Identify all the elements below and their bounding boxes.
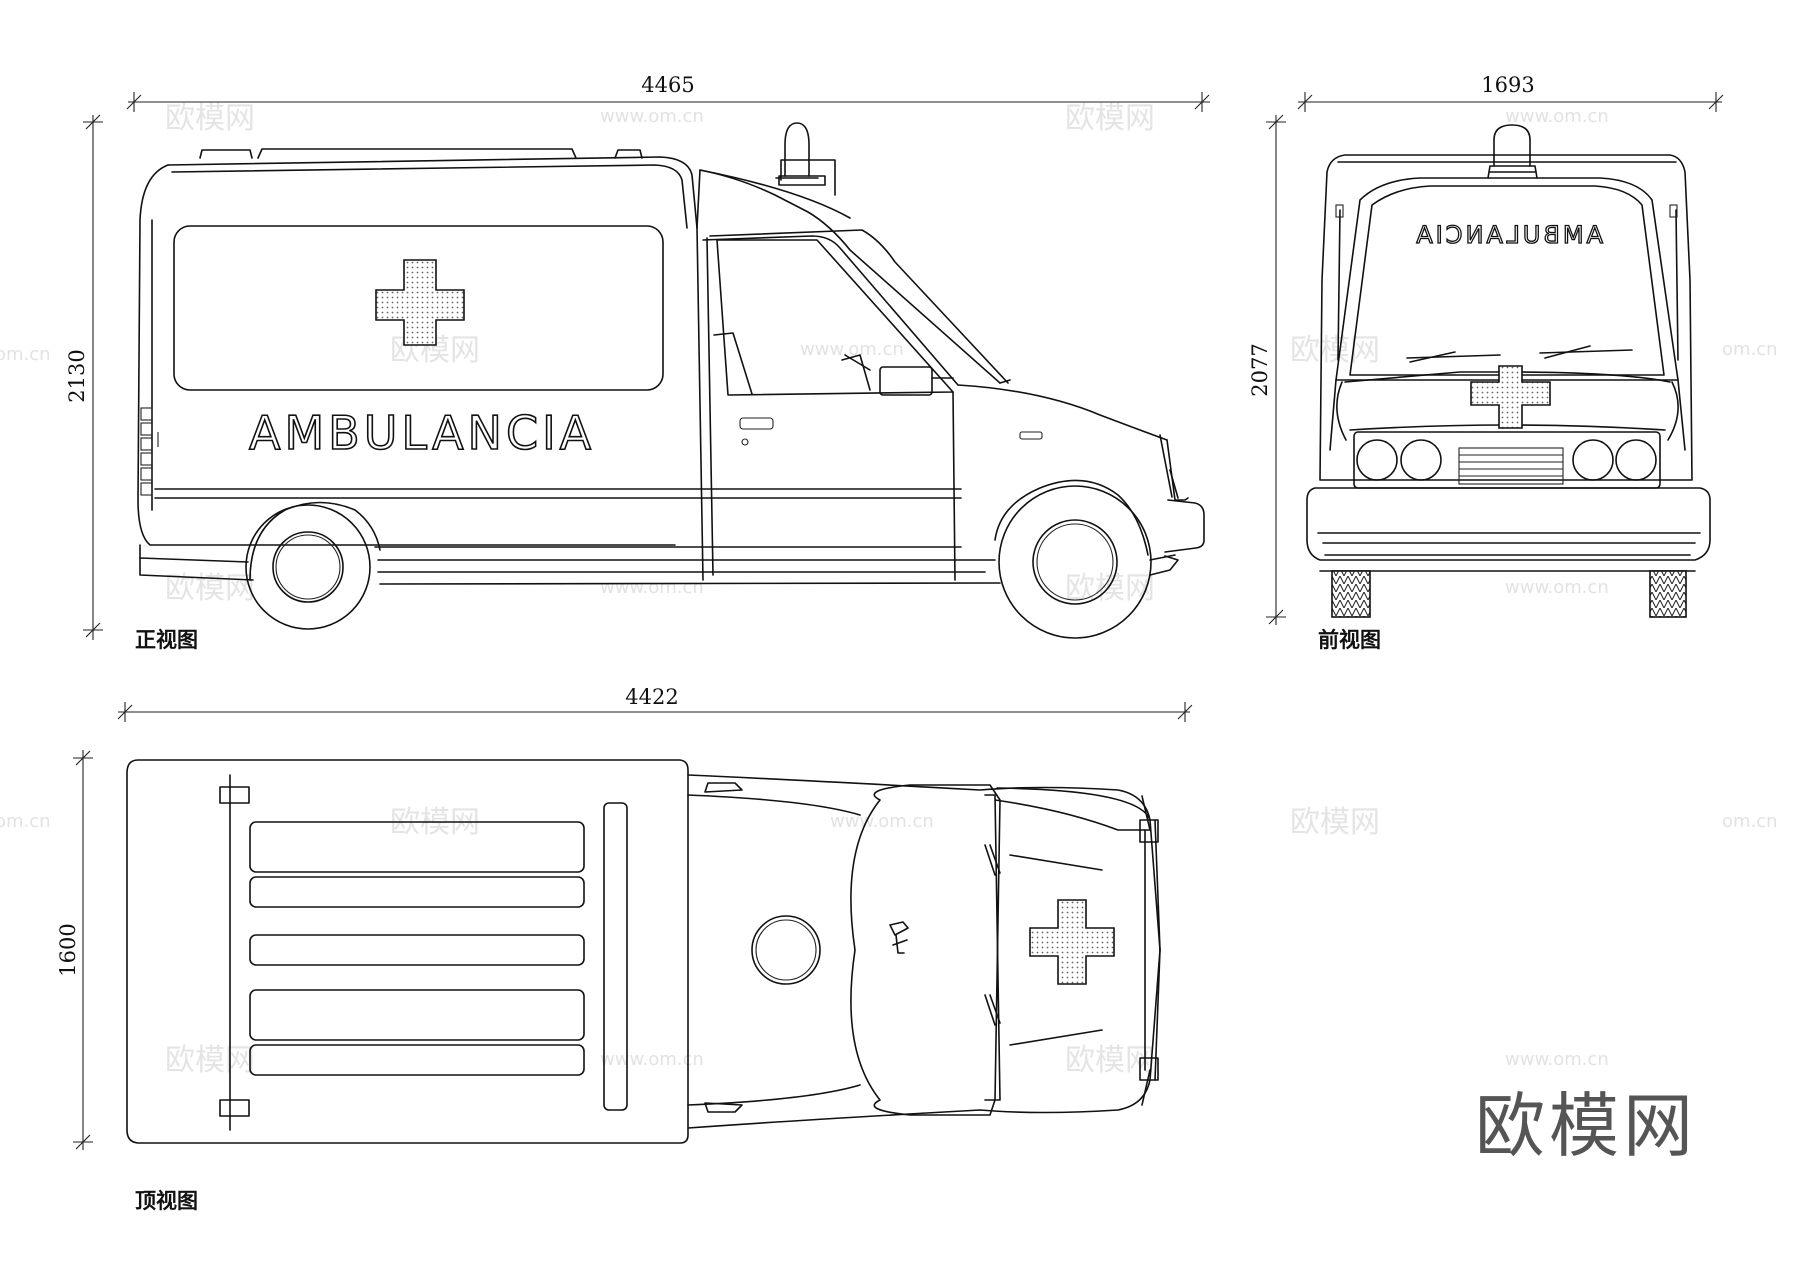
ambulance-front-body: AMBULANCIA (1306, 124, 1711, 618)
front-width-dimension: 1693 (1297, 73, 1724, 112)
watermark-url: www.om.cn (1505, 106, 1609, 127)
brand-logo: 欧模网 (1475, 1085, 1697, 1167)
watermark-brand: 欧模网 (1290, 333, 1380, 368)
wheel-icon (1331, 570, 1687, 618)
front-view-label: 前视图 (1318, 627, 1381, 652)
side-length-dimension: 4465 (126, 73, 1210, 112)
side-height-value: 2130 (65, 349, 89, 402)
side-height-dimension: 2130 (65, 114, 103, 640)
side-ambulance-lettering: AMBULANCIA (249, 406, 595, 460)
top-length-value: 4422 (625, 685, 678, 709)
beacon-light-icon (1487, 124, 1538, 179)
beacon-light-icon (889, 921, 909, 954)
watermark-url-partial: om.cn (0, 344, 51, 365)
side-view: 4465 2130 (65, 73, 1210, 652)
side-view-label: 正视图 (135, 627, 198, 652)
front-view: 1693 2077 AMBULANCIA (1248, 73, 1724, 652)
wheel-icon (994, 479, 1152, 639)
red-cross-icon (375, 259, 465, 346)
watermark-brand: 欧模网 (1065, 101, 1155, 136)
watermark-url: www.om.cn (600, 1049, 704, 1070)
watermark-url: www.om.cn (800, 339, 904, 360)
watermark-url: www.om.cn (1505, 1049, 1609, 1070)
top-width-dimension: 1600 (56, 750, 93, 1150)
watermark-url: www.om.cn (600, 106, 704, 127)
watermark-brand: 欧模网 (1065, 1043, 1155, 1078)
watermark-url: www.om.cn (1505, 577, 1609, 598)
ambulance-top-body (126, 759, 1161, 1144)
top-view: 4422 1600 (56, 685, 1193, 1213)
watermark-brand: 欧模网 (165, 101, 255, 136)
top-view-label: 顶视图 (135, 1188, 198, 1213)
top-length-dimension: 4422 (117, 685, 1193, 722)
side-length-value: 4465 (641, 73, 694, 97)
ambulance-side-body: AMBULANCIA (137, 122, 1205, 585)
wheel-icon (245, 501, 381, 630)
front-height-value: 2077 (1248, 343, 1272, 396)
watermark-url-partial: om.cn (1722, 339, 1778, 360)
front-width-value: 1693 (1481, 73, 1534, 97)
watermark-url: www.om.cn (830, 811, 934, 832)
watermark-brand: 欧模网 (1290, 805, 1380, 840)
top-width-value: 1600 (56, 923, 80, 976)
red-cross-icon (1470, 365, 1551, 429)
watermark-url: www.om.cn (600, 577, 704, 598)
red-cross-icon (1029, 899, 1115, 985)
watermark-url-partial: om.cn (0, 811, 51, 832)
watermark-brand: 欧模网 (165, 1043, 255, 1078)
beacon-light-icon (775, 122, 836, 196)
watermark-url-partial: om.cn (1722, 811, 1778, 832)
front-mirrored-lettering: AMBULANCIA (1413, 221, 1603, 249)
front-height-dimension: 2077 (1248, 114, 1286, 625)
headlight-icon (1356, 439, 1657, 481)
